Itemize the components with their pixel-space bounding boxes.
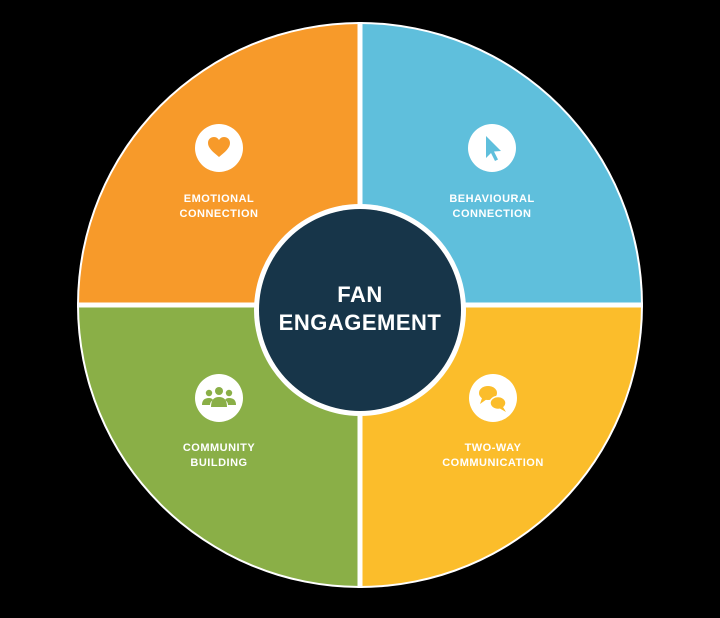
emotional-connection-label-line2: CONNECTION <box>180 208 259 220</box>
behavioural-connection-label-line2: CONNECTION <box>453 208 532 220</box>
center-title-line2: ENGAGEMENT <box>279 310 442 335</box>
heart-icon-glyph <box>208 137 230 157</box>
two-way-communication-group: TWO-WAY COMMUNICATION <box>442 374 544 469</box>
two-way-communication-label-line1: TWO-WAY <box>465 442 522 454</box>
behavioural-connection-label-line1: BEHAVIOURAL <box>449 193 534 205</box>
behavioural-connection-group: BEHAVIOURAL CONNECTION <box>449 124 534 220</box>
emotional-connection-group: EMOTIONAL CONNECTION <box>180 124 259 220</box>
two-way-communication-label-line2: COMMUNICATION <box>442 457 544 469</box>
chat-bubbles-icon-glyph <box>479 386 507 412</box>
community-building-label-line2: BUILDING <box>190 457 247 469</box>
community-building-group: COMMUNITY BUILDING <box>183 374 255 469</box>
emotional-connection-label-line1: EMOTIONAL <box>184 193 255 205</box>
cursor-icon-glyph <box>486 136 501 161</box>
center-title-line1: FAN <box>337 282 383 307</box>
center-hub <box>259 209 461 411</box>
community-building-label-line1: COMMUNITY <box>183 442 255 454</box>
people-icon-glyph <box>202 387 236 407</box>
